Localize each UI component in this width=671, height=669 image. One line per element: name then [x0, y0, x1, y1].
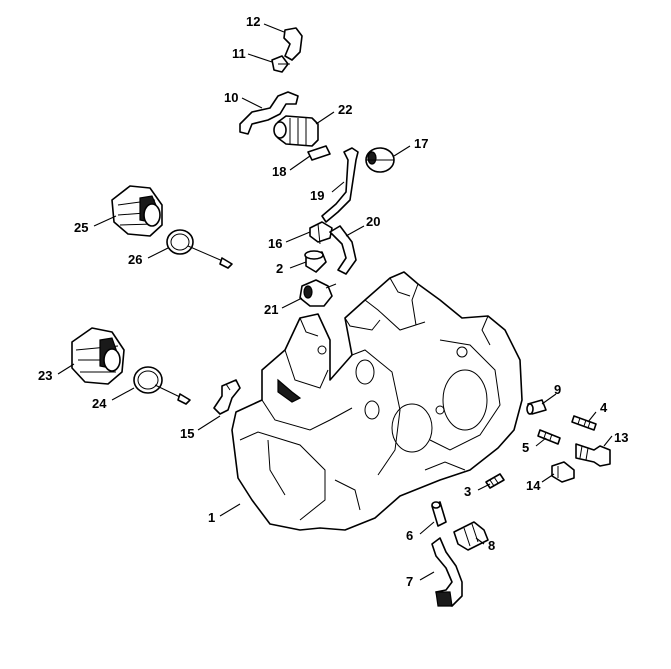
- pump-assembly-upper: [111, 185, 163, 237]
- sleeve-part-6: [431, 501, 447, 527]
- callout-1: 1: [208, 510, 215, 525]
- nut-part-14: [551, 461, 575, 483]
- seal-ring-upper: [166, 229, 233, 269]
- callout-20: 20: [366, 214, 380, 229]
- callout-26: 26: [128, 252, 142, 267]
- pump-assembly-lower: [71, 327, 125, 385]
- callout-24: 24: [92, 396, 107, 411]
- callout-25: 25: [74, 220, 88, 235]
- callout-4: 4: [600, 400, 608, 415]
- callout-23: 23: [38, 368, 52, 383]
- stud-part-5: [537, 429, 561, 445]
- impulse-hose: [321, 147, 359, 223]
- callout-16: 16: [268, 236, 282, 251]
- callout-13: 13: [614, 430, 628, 445]
- callout-2: 2: [276, 261, 283, 276]
- callout-3: 3: [464, 484, 471, 499]
- leader-lines: [57, 23, 613, 581]
- grommet: [307, 145, 331, 161]
- fuel-filter: [273, 115, 319, 147]
- callout-21: 21: [264, 302, 278, 317]
- adjuster-part-8: [453, 521, 489, 551]
- callout-labels: 1 2 3 4 5 6 7 8 9 10 11 12 13 14 15 16 1…: [38, 14, 628, 589]
- callout-14: 14: [526, 478, 541, 493]
- callout-22: 22: [338, 102, 352, 117]
- callout-19: 19: [310, 188, 324, 203]
- callout-11: 11: [232, 46, 246, 61]
- seal-ring-lower: [133, 366, 191, 405]
- tank-vent: [365, 147, 395, 173]
- stud-part-4: [571, 415, 597, 431]
- callout-7: 7: [406, 574, 413, 589]
- crankcase-housing: [231, 271, 523, 531]
- callout-10: 10: [224, 90, 238, 105]
- callout-9: 9: [554, 382, 561, 397]
- sleeve-part-9: [526, 399, 547, 415]
- callout-6: 6: [406, 528, 413, 543]
- connector-fitting: [309, 221, 333, 245]
- bolt-part-13: [575, 443, 611, 467]
- callout-18: 18: [272, 164, 286, 179]
- oil-hose-part-7: [431, 537, 463, 607]
- callout-12: 12: [246, 14, 260, 29]
- rubber-cap: [304, 250, 327, 273]
- intake-valve: [299, 279, 337, 307]
- screw-part-3: [485, 473, 505, 489]
- fuel-hose-bend: [283, 27, 303, 61]
- fuel-hose-lower: [329, 225, 357, 275]
- hose-clip: [271, 55, 290, 73]
- callout-17: 17: [414, 136, 428, 151]
- callout-5: 5: [522, 440, 529, 455]
- callout-8: 8: [488, 538, 495, 553]
- callout-15: 15: [180, 426, 194, 441]
- fuel-line-hose: [239, 91, 299, 135]
- bracket-part-15: [213, 379, 241, 415]
